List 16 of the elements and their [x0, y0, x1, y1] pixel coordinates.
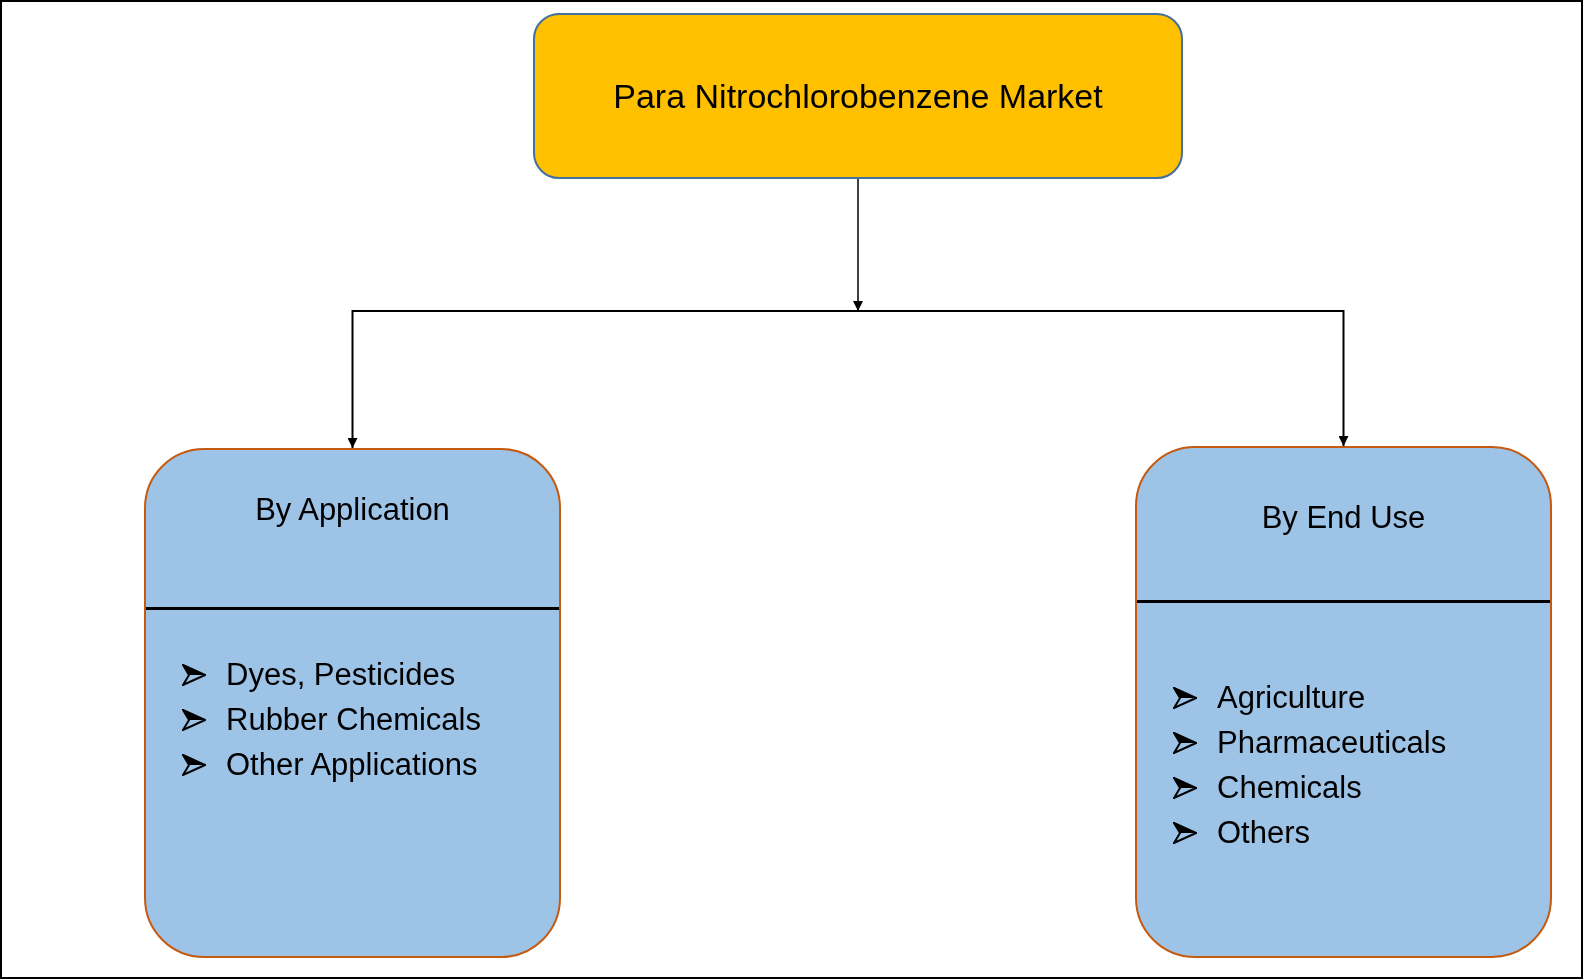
- list-item: Others: [1217, 814, 1311, 852]
- title-box: [533, 13, 1183, 179]
- list-item: Agriculture: [1217, 679, 1366, 717]
- list-item: Chemicals: [1217, 769, 1362, 807]
- list-item: Pharmaceuticals: [1217, 724, 1447, 762]
- title-text: Para Nitrochlorobenzene Market: [613, 75, 1103, 117]
- category-box: [144, 448, 561, 958]
- arrow: [347, 310, 859, 449]
- list-item: Dyes, Pesticides: [226, 656, 456, 694]
- category-heading: By End Use: [1260, 499, 1427, 537]
- connector-line: [853, 178, 863, 312]
- list-item: Other Applications: [226, 746, 478, 784]
- arrow: [857, 310, 1349, 447]
- category-heading: By Application: [254, 491, 451, 529]
- category-box: [1135, 446, 1552, 958]
- list-item: Rubber Chemicals: [226, 701, 481, 739]
